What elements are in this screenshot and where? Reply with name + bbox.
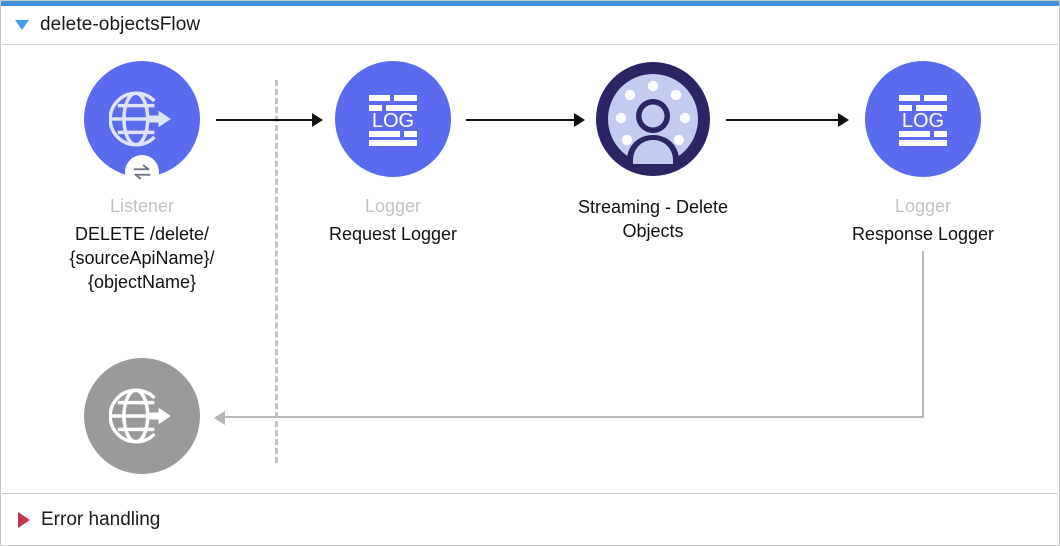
globe-arrow-icon [109,91,171,147]
triangle-down-icon[interactable] [15,20,29,30]
response-endpoint-icon-circle[interactable] [84,358,200,474]
node-response-logger[interactable]: LOG Logger Response Logger [803,61,1043,246]
top-accent-bar [1,1,1059,6]
globe-arrow-icon [109,388,171,444]
response-logger-icon-circle[interactable]: LOG [865,61,981,177]
listener-exchange-badge [125,155,159,189]
response-logger-name-label: Response Logger [851,223,995,244]
flow-header[interactable]: delete-objectsFlow [1,6,1059,44]
request-logger-icon-circle[interactable]: LOG [335,61,451,177]
connector-arrowhead [838,113,849,127]
streaming-name-line: Streaming - Delete [577,197,729,217]
request-logger-type-label: Logger [364,196,422,216]
listener-name-label: DELETE /delete/ {sourceApiName}/ {object… [22,222,262,295]
flow-body: Listener DELETE /delete/ {sourceApiName}… [2,44,1058,493]
listener-type-label: Listener [109,196,175,216]
node-streaming-delete-objects[interactable]: Streaming - Delete Objects [533,61,773,244]
streaming-name-line: Objects [622,221,684,242]
streaming-name-label: Streaming - Delete Objects [533,195,773,244]
streaming-icon-circle[interactable] [595,61,711,177]
svg-text:LOG: LOG [902,110,944,132]
salesforce-person-icon [596,62,710,176]
connector-arrowhead [312,113,323,127]
exchange-arrows-icon [133,164,151,180]
listener-name-line: {sourceApiName}/ [69,247,215,268]
listener-icon-circle[interactable] [84,61,200,189]
connector-listener-to-request-logger [216,119,314,121]
return-path-vertical [922,251,924,417]
request-logger-name-label: Request Logger [328,223,458,244]
node-response-endpoint[interactable] [22,358,262,474]
log-icon: LOG [899,95,947,146]
connector-request-logger-to-streaming [466,119,576,121]
node-listener[interactable]: Listener DELETE /delete/ {sourceApiName}… [22,61,262,294]
return-path-arrowhead [214,411,225,425]
flow-title: delete-objectsFlow [40,14,201,35]
connector-streaming-to-response-logger [726,119,840,121]
error-handling-section[interactable]: Error handling [2,493,1058,545]
svg-text:LOG: LOG [372,110,414,132]
listener-name-line: {objectName} [87,272,197,293]
return-path-horizontal [216,416,924,418]
response-logger-type-label: Logger [894,196,952,216]
triangle-right-icon[interactable] [18,511,30,528]
node-request-logger[interactable]: LOG Logger Request Logger [273,61,513,246]
log-icon: LOG [369,95,417,146]
error-handling-title: Error handling [41,508,161,530]
listener-name-line: DELETE /delete/ [74,223,210,244]
connector-arrowhead [574,113,585,127]
source-process-divider [275,80,278,463]
